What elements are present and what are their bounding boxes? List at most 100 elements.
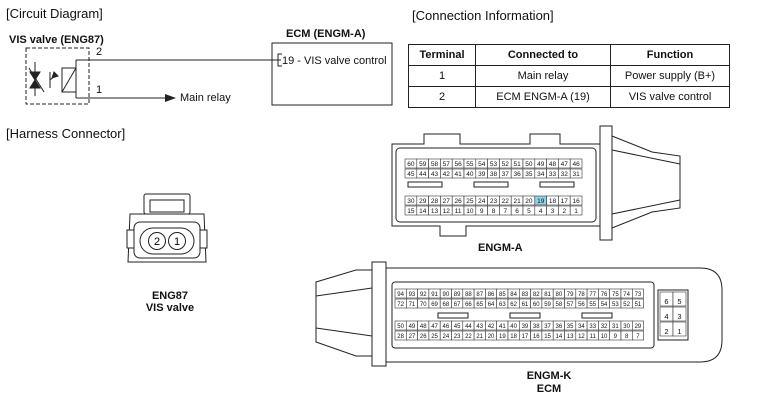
table-header-row: Terminal Connected to Function [408,44,730,66]
pin-number: 12 [578,334,585,340]
pin-number: 32 [561,171,569,178]
pin-number: 67 [454,302,461,308]
pin-number: 82 [533,292,540,298]
pin-number: 19 [499,334,506,340]
pin-number: 45 [407,171,415,178]
table-row: 1 Main relay Power supply (B+) [408,65,730,87]
pin-number: 27 [409,334,416,340]
pin-number: 31 [572,171,580,178]
harness-connector-heading: [Harness Connector] [6,126,126,141]
pin-cell [631,288,644,299]
pin-number: 59 [419,161,427,168]
pin-number: 48 [420,324,427,330]
pin-cell [631,320,644,331]
ecm-title: ECM (ENGM-A) [286,28,366,40]
col-connected-to: Connected to [475,44,611,66]
pin-number: 44 [419,171,427,178]
pin-number: 40 [510,324,517,330]
pin-number: 28 [431,198,439,205]
pin-number: 25 [431,334,438,340]
pin-number: 25 [466,198,474,205]
pin-number: 26 [420,334,427,340]
connected-to-cell: ECM ENGM-A (19) [475,86,611,108]
pin-number: 77 [589,292,596,298]
pin-number: 22 [465,334,472,340]
pin-number: 16 [533,334,540,340]
valve-symbol-icon [28,62,77,96]
pin-number: 57 [443,161,451,168]
pin-number: 41 [499,324,506,330]
main-relay-label: Main relay [180,92,231,104]
engm-k-sublabel: ECM [536,383,562,395]
pin-number: 10 [466,208,474,215]
pin-number: 3 [677,312,681,321]
pin-number: 93 [409,292,416,298]
pin-number: 7 [636,334,640,340]
pin-number: 49 [537,161,545,168]
terminal-cell: 1 [408,65,476,87]
pin-number: 63 [499,302,506,308]
table-row: 2 ECM ENGM-A (19) VIS valve control [408,86,730,108]
function-cell: Power supply (B+) [610,65,730,87]
eng87-pin-number: 1 [174,236,180,248]
pin-number: 24 [443,334,450,340]
pin-number: 66 [465,302,472,308]
wiring [75,59,281,99]
pin-number: 11 [590,334,597,340]
pin-number: 4 [664,312,668,321]
pin-number: 42 [488,324,495,330]
pin-number: 13 [431,208,439,215]
pin-number: 31 [612,324,619,330]
pin-number: 56 [454,161,462,168]
pin-cell [672,306,687,322]
pin-number: 5 [527,208,531,215]
pin-number: 64 [488,302,495,308]
pin-number: 9 [614,334,618,340]
pin-number: 91 [431,292,438,298]
eng87-pin-number: 2 [154,236,160,248]
pin-number: 44 [465,324,472,330]
pin-number: 18 [549,198,557,205]
ecm-box [271,42,393,106]
eng87-pin-circle [148,232,166,250]
eng87-pin-circle [168,232,186,250]
pin-number: 74 [623,292,630,298]
eng87-label: ENG87 [151,290,189,302]
pin-number: 61 [522,302,529,308]
pin-number: 76 [601,292,608,298]
pin-number: 15 [544,334,551,340]
function-cell: VIS valve control [610,86,730,108]
pin-number: 79 [567,292,574,298]
pin-number: 34 [537,171,545,178]
pin-number: 81 [544,292,551,298]
pin-number: 50 [525,161,533,168]
pin-number: 21 [476,334,483,340]
pin-number: 13 [567,334,574,340]
pin-number: 65 [476,302,483,308]
pin-number: 46 [572,161,580,168]
engm-a-label: ENGM-A [478,242,523,254]
ecm-terminal-icon [277,53,282,67]
pin-number: 55 [589,302,596,308]
pin-number: 24 [478,198,486,205]
vis-valve-box [25,47,90,105]
pin-number: 41 [454,171,462,178]
pin-cell [631,298,644,309]
pin-number: 43 [431,171,439,178]
col-function: Function [610,44,730,66]
pin-number: 83 [522,292,529,298]
pin-number: 68 [443,302,450,308]
pin-number: 33 [549,171,557,178]
pin-number: 90 [443,292,450,298]
pin-number: 26 [454,198,462,205]
pin-cell [569,195,583,206]
pin-number: 33 [589,324,596,330]
pin-number: 86 [488,292,495,298]
pin-number: 49 [409,324,416,330]
pin-cell [569,158,583,169]
ecm-pin-label: 19 - VIS valve control [282,55,387,67]
pin-number: 4 [539,208,543,215]
pin-number: 42 [443,171,451,178]
